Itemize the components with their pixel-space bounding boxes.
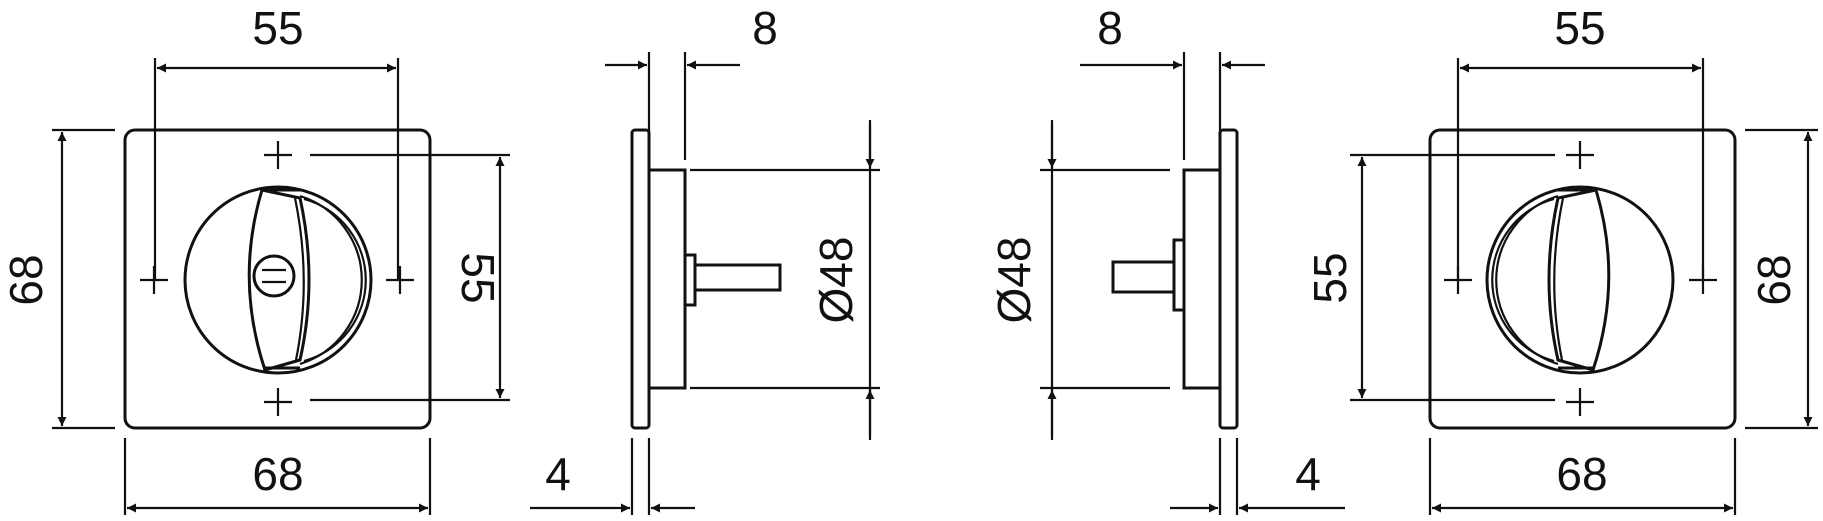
label-front-68-bottom: 68 (252, 448, 303, 500)
label-back-55-left: 55 (1304, 252, 1356, 303)
label-side2-8: 8 (1097, 2, 1123, 54)
front-view: 55 68 68 55 (0, 2, 510, 515)
side-view-left: 8 4 Ø48 (530, 2, 880, 515)
back-turn-knob (1547, 188, 1611, 372)
front-plate (123, 128, 432, 430)
side-body (647, 168, 687, 390)
label-back-68-bottom: 68 (1556, 448, 1607, 500)
side2-body (1182, 168, 1222, 390)
label-side-8: 8 (752, 2, 778, 54)
side2-spindle (1111, 260, 1176, 294)
back-plate (1428, 128, 1737, 430)
label-back-68-right: 68 (1748, 254, 1800, 305)
label-side-diameter: Ø48 (810, 237, 862, 324)
label-front-55-right: 55 (452, 252, 504, 303)
label-side2-4: 4 (1295, 448, 1321, 500)
label-back-55-top: 55 (1554, 2, 1605, 54)
side-view-right: 8 4 Ø48 (988, 2, 1345, 515)
label-front-55-top: 55 (252, 2, 303, 54)
front-release-slot (252, 254, 296, 298)
side-plate (630, 128, 651, 430)
front-turn-knob (247, 188, 311, 372)
back-view: 55 55 68 68 (1304, 2, 1818, 515)
label-side-4: 4 (545, 448, 571, 500)
label-side2-diameter: Ø48 (988, 237, 1040, 324)
side-spindle (693, 263, 782, 292)
label-front-68-left: 68 (0, 254, 52, 305)
back-rosette (1485, 185, 1675, 375)
side2-plate (1218, 128, 1239, 430)
front-rosette (183, 185, 373, 375)
